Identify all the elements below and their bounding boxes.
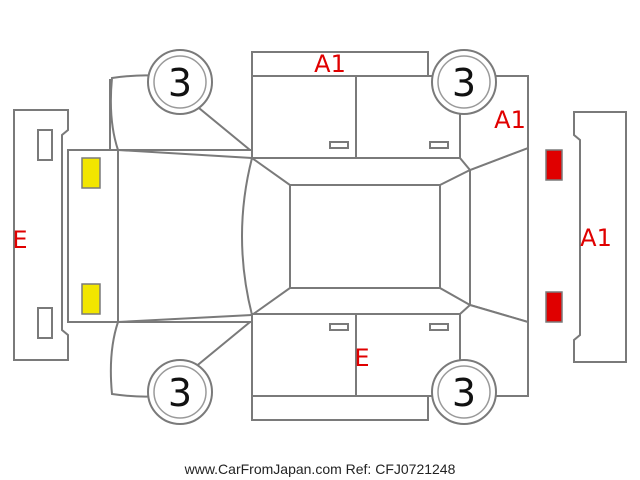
taillight-left	[545, 149, 563, 181]
wheel-rear-right: 3	[431, 359, 497, 425]
front-bumper	[13, 109, 69, 361]
wheel-front-right: 3	[147, 359, 213, 425]
headlight-left	[81, 157, 101, 189]
damage-code-rear-bumper: A1	[580, 224, 612, 252]
damage-code-right-side: E	[354, 344, 369, 372]
wheel-rear-left: 3	[431, 49, 497, 115]
damage-code-front-bumper: E	[12, 226, 27, 254]
wheel-front-right-number: 3	[168, 371, 192, 415]
rear-bumper	[573, 111, 627, 363]
damage-code-left-side: A1	[314, 50, 346, 78]
wheel-rear-left-number: 3	[452, 61, 476, 105]
footer-reference: www.CarFromJapan.com Ref: CFJ0721248	[184, 461, 456, 477]
taillight-right	[545, 291, 563, 323]
headlight-right	[81, 283, 101, 315]
car-body	[67, 146, 529, 324]
damage-code-rear-quarter: A1	[494, 106, 526, 134]
wheel-front-left: 3	[147, 49, 213, 115]
wheel-front-left-number: 3	[168, 61, 192, 105]
wheel-rear-right-number: 3	[452, 371, 476, 415]
